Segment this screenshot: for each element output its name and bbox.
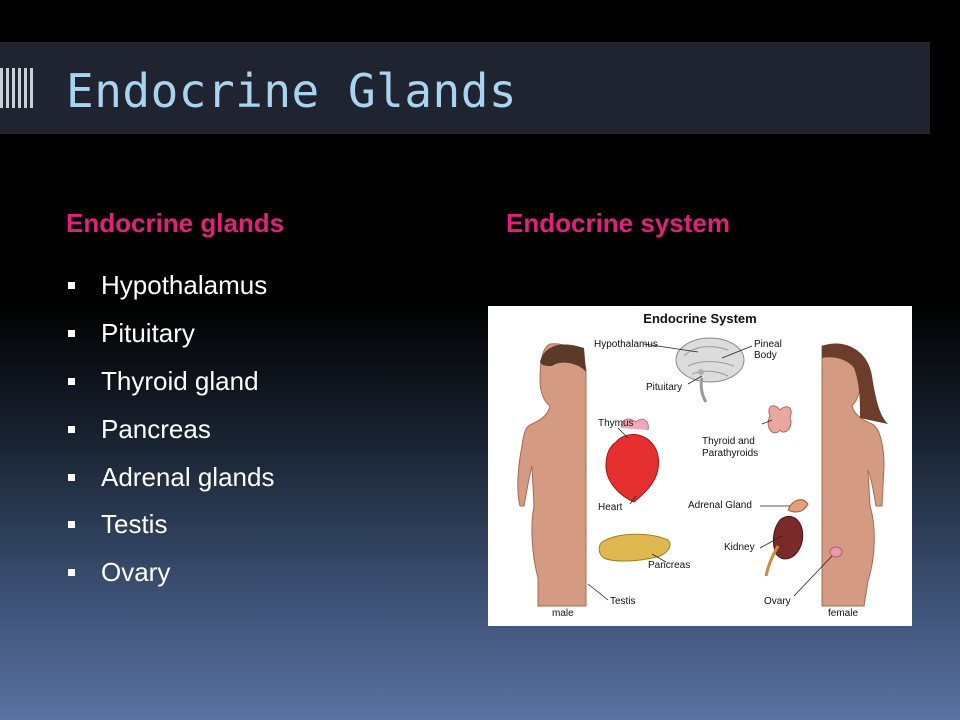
figure-title: Endocrine System xyxy=(643,311,757,326)
slide-title: Endocrine Glands xyxy=(66,64,518,118)
label-kidney: Kidney xyxy=(724,542,755,553)
adrenal-gland-icon xyxy=(787,499,809,513)
list-item: Pancreas xyxy=(66,405,274,453)
decorative-stripes xyxy=(0,68,36,108)
left-column-heading: Endocrine glands xyxy=(66,208,285,238)
bullet-square-icon xyxy=(68,282,75,290)
title-bar: Endocrine Glands xyxy=(0,42,930,134)
heart-icon xyxy=(605,418,660,503)
bullet-square-icon xyxy=(68,521,75,529)
list-item-text: Thyroid gland xyxy=(101,365,259,396)
list-item: Hypothalamus xyxy=(66,262,274,310)
label-pineal-line2: Body xyxy=(754,350,777,361)
label-thyroid-line2: Parathyroids xyxy=(702,448,759,459)
list-item-text: Pituitary xyxy=(101,318,195,349)
list-item: Adrenal glands xyxy=(66,453,274,501)
label-male: male xyxy=(552,608,574,619)
list-item-text: Testis xyxy=(101,509,168,540)
female-body-icon xyxy=(821,344,885,607)
male-hair-icon xyxy=(540,344,586,372)
label-ovary: Ovary xyxy=(764,596,791,607)
endocrine-system-figure: Endocrine System Hypothalamus Pineal Bod… xyxy=(488,306,912,626)
label-pancreas: Pancreas xyxy=(648,560,691,571)
female-hair-icon xyxy=(822,343,888,424)
label-pineal-line1: Pineal xyxy=(754,339,782,350)
right-column-heading: Endocrine system xyxy=(506,208,730,238)
label-testis: Testis xyxy=(610,596,636,607)
bullet-square-icon xyxy=(68,569,75,577)
label-thyroid-line1: Thyroid and xyxy=(702,436,755,447)
list-item-text: Hypothalamus xyxy=(101,270,268,301)
leader-lines xyxy=(587,343,833,601)
male-body-icon xyxy=(517,343,587,607)
gland-bullet-list: Hypothalamus Pituitary Thyroid gland Pan… xyxy=(66,262,274,597)
brain-icon xyxy=(675,337,745,403)
kidney-icon xyxy=(764,515,804,577)
pancreas-icon xyxy=(598,533,671,562)
ovary-icon xyxy=(829,546,843,558)
list-item-text: Adrenal glands xyxy=(101,461,275,492)
list-item: Ovary xyxy=(66,549,274,597)
bullet-square-icon xyxy=(68,377,75,385)
endocrine-illustration xyxy=(517,337,888,607)
list-item: Thyroid gland xyxy=(66,358,274,406)
list-item-text: Ovary xyxy=(101,557,171,588)
list-item: Pituitary xyxy=(66,310,274,358)
bullet-square-icon xyxy=(68,425,75,433)
label-adrenal-gland: Adrenal Gland xyxy=(688,500,752,511)
list-item: Testis xyxy=(66,501,274,549)
thyroid-icon xyxy=(767,405,792,434)
list-item-text: Pancreas xyxy=(101,413,211,444)
bullet-square-icon xyxy=(68,330,75,338)
label-thymus: Thymus xyxy=(598,418,634,429)
bullet-square-icon xyxy=(68,473,75,481)
label-hypothalamus: Hypothalamus xyxy=(594,339,658,350)
label-female: female xyxy=(828,608,859,619)
label-heart: Heart xyxy=(598,502,623,513)
label-pituitary: Pituitary xyxy=(646,382,683,393)
